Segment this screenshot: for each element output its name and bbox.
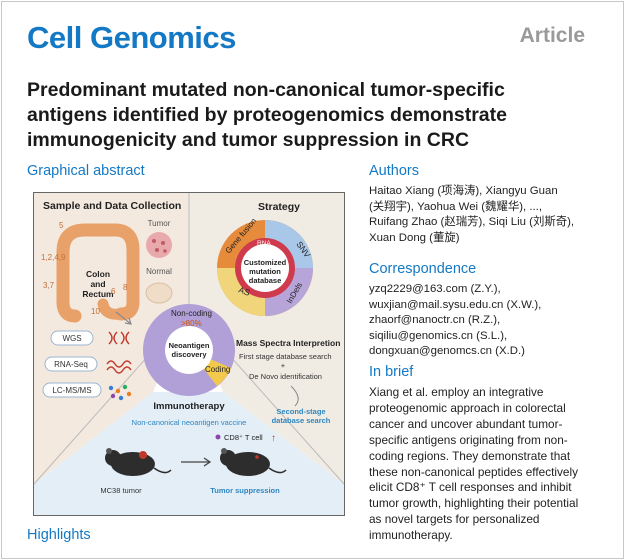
ring-label: DNA <box>259 247 273 254</box>
article-title: Predominant mutated non-canonical tumor-… <box>27 78 602 153</box>
peptide-icon <box>108 384 132 401</box>
t-cell-icon <box>215 434 221 440</box>
brief-line: these non-canonical peptides effectively <box>369 464 578 479</box>
mass-spectra-title: Mass Spectra Interpretion <box>236 338 340 348</box>
article-type-label: Article <box>519 24 585 47</box>
email-link[interactable]: zhaorf@nanoctr.cn (R.Z.), <box>369 314 501 327</box>
mouse-tumor-icon <box>105 448 172 476</box>
site-number: 3,7 <box>43 281 55 290</box>
flow-arrow <box>290 385 299 407</box>
correspondence-list: yzq2229@163.com (Z.Y.), wuxjian@mail.sys… <box>369 282 609 360</box>
method-label: RNA-Seq <box>54 360 88 369</box>
email-link[interactable]: dongxuan@genomcs.cn (X.D.) <box>369 345 525 358</box>
ms-line: De Novo identification <box>249 372 322 381</box>
normal-label: Normal <box>146 267 172 276</box>
brief-line: coding regions. They demonstrate that <box>369 448 571 463</box>
highlights-heading: Highlights <box>27 527 91 543</box>
authors-line: (关翔宇), Yaohua Wei (魏耀华), ..., <box>369 200 543 213</box>
tumor-tissue-icon <box>146 232 172 258</box>
brief-line: Xiang et al. employ an integrative <box>369 385 544 399</box>
database-center-label: database <box>249 276 282 285</box>
method-label: WGS <box>62 334 81 343</box>
email-link[interactable]: yzq2229@163.com (Z.Y.), <box>369 283 501 295</box>
title-line-1: Predominant mutated non-canonical tumor-… <box>27 79 505 101</box>
database-center-label: Customized <box>244 258 287 267</box>
title-line-2: antigens identified by proteogenomics de… <box>27 104 507 126</box>
method-label: LC-MS/MS <box>52 386 91 395</box>
tumor-label: Tumor <box>148 219 171 228</box>
sample-title: Sample and Data Collection <box>43 200 181 212</box>
email-link[interactable]: siqiliu@genomics.cn (S.L.), <box>369 329 508 342</box>
site-number: 5 <box>59 221 64 230</box>
in-brief-text: Xiang et al. employ an integrative prote… <box>369 385 601 544</box>
colon-illustration <box>56 223 140 321</box>
vaccine-label: Non-canonical neoantigen vaccine <box>132 418 247 427</box>
authors-line: Xuan Dong (董旋) <box>369 231 460 244</box>
second-stage-label: Second-stage <box>276 407 325 416</box>
site-number: 8 <box>123 283 128 292</box>
correspondence-heading: Correspondence <box>369 261 477 277</box>
authors-line: Haitao Xiang (项海涛), Xiangyu Guan <box>369 185 558 197</box>
mutation-database-ring <box>217 220 313 316</box>
authors-heading: Authors <box>369 163 419 179</box>
database-center-label: mutation <box>249 267 281 276</box>
method-box-lcms <box>42 382 102 398</box>
method-box-wgs <box>50 330 94 346</box>
immunotherapy-title: Immunotherapy <box>153 401 225 412</box>
strategy-title: Strategy <box>258 201 300 213</box>
journal-logo: Cell Genomics <box>27 20 236 55</box>
ms-plus: + <box>281 361 286 370</box>
pie-coding-label: Coding <box>205 365 230 374</box>
rna-icon <box>106 360 132 368</box>
pie-noncoding-label: Non-coding <box>171 309 212 318</box>
second-stage-label: database search <box>272 416 331 425</box>
mc38-label: MC38 tumor <box>100 486 142 495</box>
title-line-3: immunogenicity and tumor suppression in … <box>27 129 470 151</box>
colon-label: Colon <box>86 269 110 279</box>
mouse-treated-icon <box>220 448 287 476</box>
increase-arrow-icon: ↑ <box>271 433 276 444</box>
graphical-abstract-heading: Graphical abstract <box>27 163 145 179</box>
site-number: 6 <box>111 287 116 296</box>
brief-line: tumor growth, highlighting their potenti… <box>369 496 579 511</box>
graphical-abstract: Sample and Data Collection Strategy Colo… <box>33 192 345 516</box>
colon-label: and <box>90 279 105 289</box>
brief-line: elicit CD8⁺ T cell responses and inhibit <box>369 480 572 495</box>
brief-line: immunotherapy. <box>369 528 453 543</box>
brief-line: proteogenomic approach in colorectal <box>369 400 566 415</box>
email-link[interactable]: wuxjian@mail.sysu.edu.cn (X.W.), <box>369 298 542 311</box>
tumor-suppression-label: Tumor suppression <box>210 486 280 495</box>
in-brief-heading: In brief <box>369 364 414 380</box>
normal-tissue-icon <box>145 282 173 304</box>
colon-label: Rectum <box>82 289 114 299</box>
ms-line: First stage database search <box>239 352 332 361</box>
cd8-label: CD8⁺ T cell <box>224 433 263 442</box>
brief-line: specific antigens originating from non- <box>369 432 568 447</box>
dna-icon <box>108 331 130 345</box>
method-box-rnaseq <box>44 356 98 372</box>
authors-line: Ruifang Zhao (赵瑞芳), Siqi Liu (刘斯奇), <box>369 216 575 229</box>
site-number: 1,2,4,9 <box>41 253 66 262</box>
authors-list: Haitao Xiang (项海涛), Xiangyu Guan (关翔宇), … <box>369 184 609 246</box>
site-number: 10 <box>91 307 100 316</box>
pie-center-label: Neoantigen <box>169 341 210 350</box>
immunotherapy-panel <box>34 392 344 515</box>
pie-percent-label: >80% <box>181 319 202 328</box>
pie-center-label: discovery <box>171 350 207 359</box>
brief-line: as novel targets for personalized <box>369 512 540 527</box>
neoantigen-pie <box>143 304 235 396</box>
ring-label: AS <box>237 284 251 297</box>
brief-line: cancer and uncover abundant tumor- <box>369 416 563 431</box>
ring-label: RNA <box>257 240 271 247</box>
